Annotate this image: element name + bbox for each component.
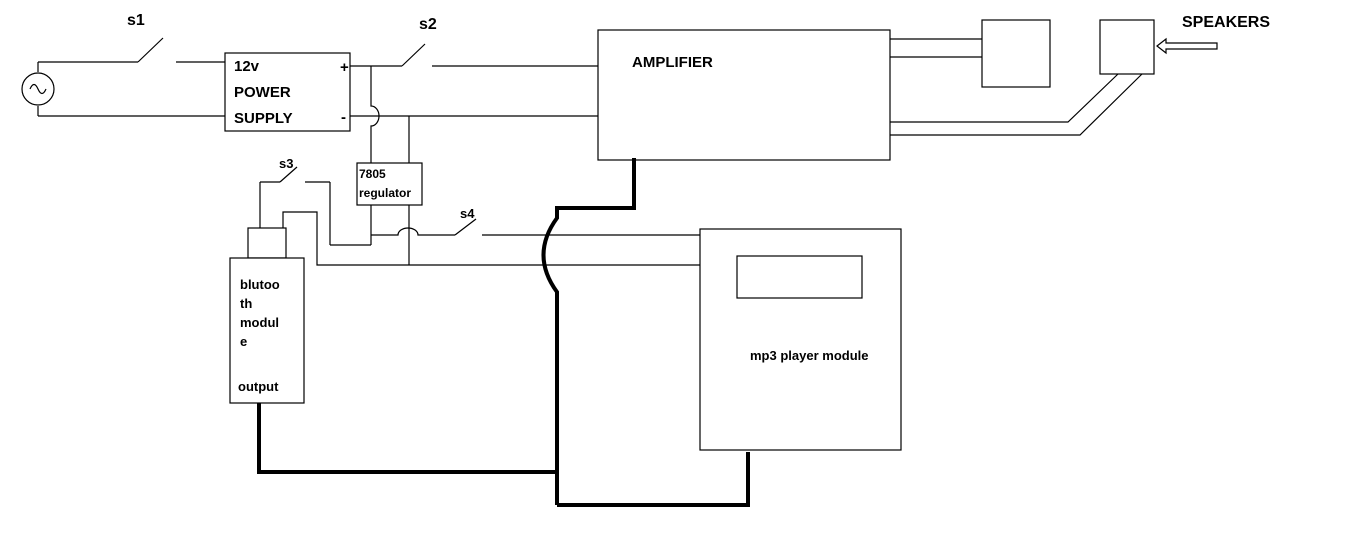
mp3-label: mp3 player module (750, 348, 868, 363)
speakers-label: SPEAKERS (1182, 14, 1270, 31)
bluetooth-line4: e (240, 334, 247, 349)
power-supply-plus: + (340, 59, 349, 76)
switch-s2 (401, 43, 598, 67)
ac-source-icon (21, 62, 55, 116)
switch-s3 (259, 166, 371, 246)
regulator-line1: 7805 (359, 167, 386, 181)
wire-bluetooth-ground (282, 211, 700, 266)
amplifier-box (597, 29, 891, 161)
power-supply-line1: 12v (234, 58, 260, 75)
bluetooth-line5: output (238, 379, 279, 394)
wire-amp-speaker-right-1 (890, 73, 1119, 123)
regulator-box (356, 162, 423, 206)
bluetooth-connector (247, 227, 287, 259)
switch-s1 (137, 37, 225, 63)
bluetooth-line3: modul (240, 315, 279, 330)
bluetooth-line2: th (240, 296, 252, 311)
speaker-left-box (981, 19, 1051, 88)
speaker-right-box (1099, 19, 1155, 75)
amplifier-label: AMPLIFIER (632, 54, 713, 71)
power-supply-minus: - (341, 109, 346, 126)
switch-s3-label: s3 (279, 156, 293, 171)
wire-plus-to-regulator (370, 66, 380, 163)
wire-s4-line (371, 227, 455, 236)
audio-wire-mp3-output (557, 452, 750, 507)
power-supply-box (224, 52, 351, 132)
power-supply-line2: POWER (234, 84, 291, 101)
bluetooth-line1: blutoo (240, 277, 280, 292)
audio-wire-bluetooth-output (257, 403, 557, 474)
switch-s2-label: s2 (419, 16, 437, 33)
audio-wire-amp-input (541, 158, 636, 505)
power-supply-line3: SUPPLY (234, 110, 293, 127)
switch-s4 (454, 218, 700, 236)
mp3-display (736, 255, 863, 299)
wire-amp-speaker-right-2 (890, 73, 1143, 136)
switch-s4-label: s4 (460, 206, 475, 221)
switch-s1-label: s1 (127, 12, 145, 29)
regulator-line2: regulator (359, 186, 411, 200)
arrow-left-icon (1156, 37, 1218, 55)
bluetooth-module-box (229, 257, 305, 404)
